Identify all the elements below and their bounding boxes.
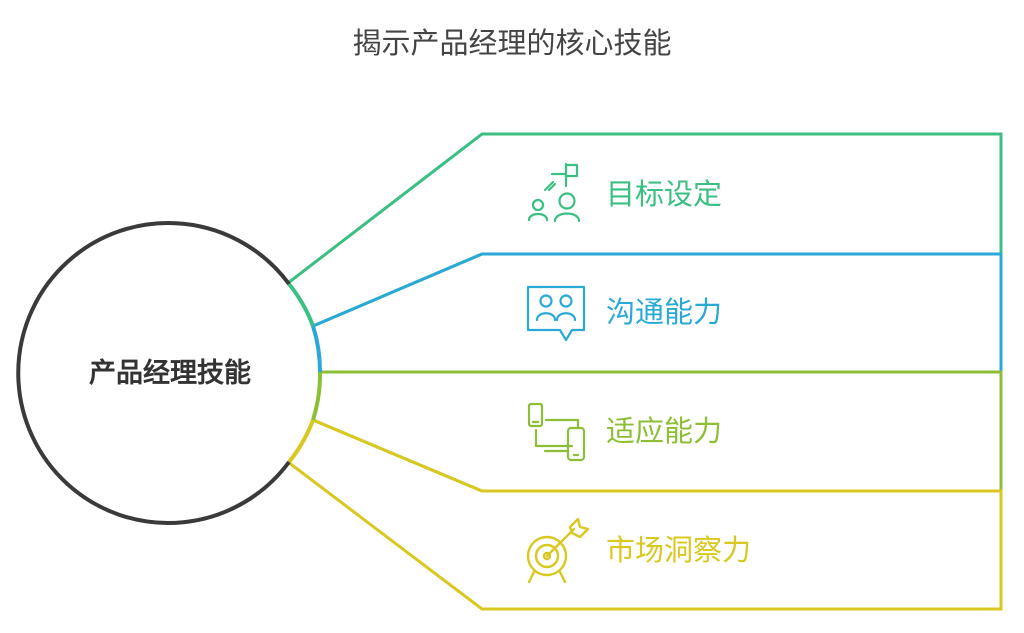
arc-segment-yellow bbox=[287, 419, 315, 464]
arc-segment-lightgreen bbox=[311, 371, 323, 421]
branch-label-goal-setting: 目标设定 bbox=[606, 177, 722, 211]
adaptability-devices-icon bbox=[527, 402, 586, 462]
branch-label-adaptability: 适应能力 bbox=[606, 414, 722, 448]
goal-setting-icon bbox=[527, 162, 581, 223]
communication-icon bbox=[526, 285, 586, 342]
branch-panels bbox=[287, 132, 1003, 611]
branch-label-market-insight: 市场洞察力 bbox=[606, 533, 751, 567]
center-label: 产品经理技能 bbox=[89, 357, 251, 389]
circle-arc-segments bbox=[287, 282, 323, 464]
branch-panel-market-insight bbox=[287, 418, 1003, 611]
branch-label-communication: 沟通能力 bbox=[606, 295, 722, 329]
center-circle bbox=[16, 221, 291, 525]
arc-segment-green bbox=[287, 282, 315, 327]
arc-segment-blue bbox=[311, 325, 323, 373]
target-icon bbox=[526, 517, 590, 584]
diagram-title: 揭示产品经理的核心技能 bbox=[352, 26, 671, 60]
